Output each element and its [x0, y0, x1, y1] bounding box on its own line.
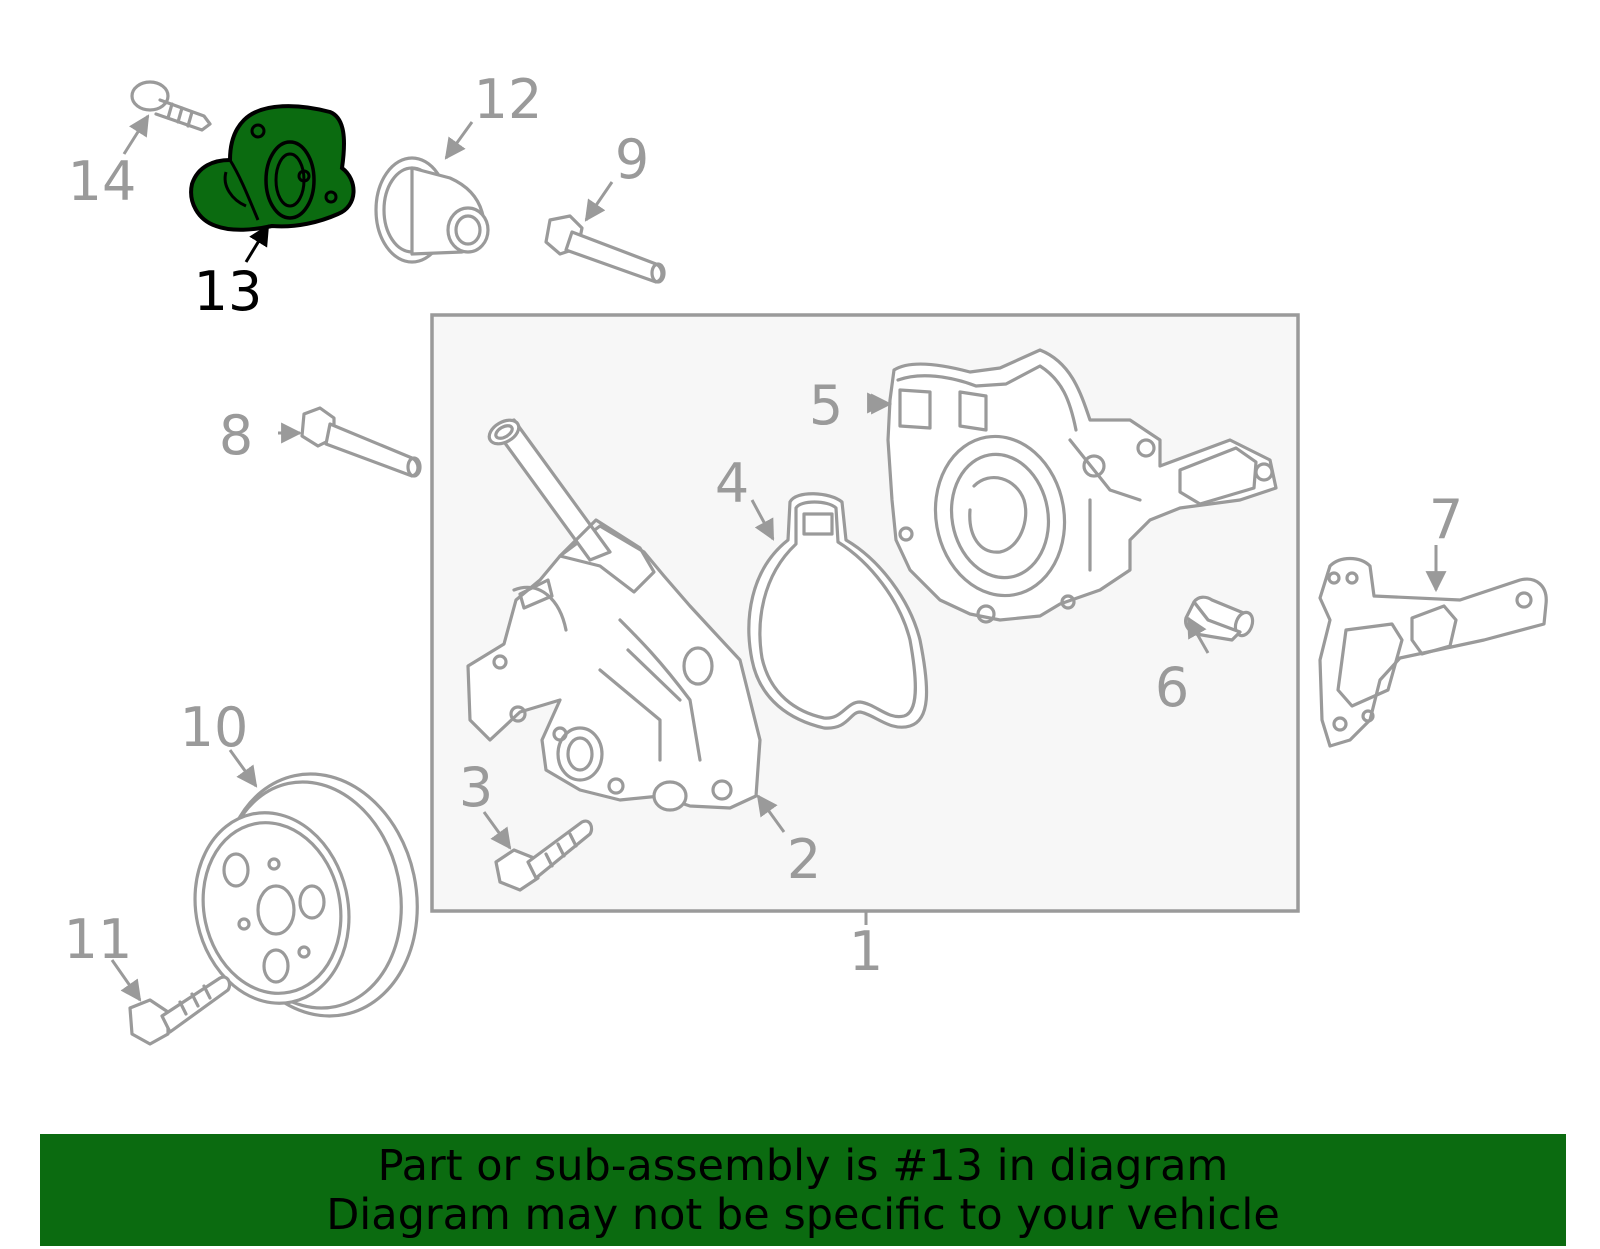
part-12-seal[interactable]	[374, 156, 490, 264]
part-9-bolt[interactable]	[544, 214, 666, 284]
callout-4: 4	[715, 452, 749, 515]
part-3-bolt[interactable]	[494, 819, 594, 892]
part-2-water-pump[interactable]	[466, 415, 762, 812]
callout-14: 14	[68, 150, 137, 213]
part-13-housing[interactable]	[189, 104, 356, 232]
part-7-gasket-plate[interactable]	[1318, 556, 1548, 748]
footer-line-2: Diagram may not be specific to your vehi…	[326, 1190, 1280, 1240]
callout-7: 7	[1429, 488, 1463, 551]
part-8-bolt[interactable]	[300, 406, 422, 478]
callout-5: 5	[809, 374, 843, 437]
part-4-gasket[interactable]	[747, 492, 929, 730]
callout-2: 2	[787, 828, 821, 891]
callout-9: 9	[615, 128, 649, 191]
footer-line-1: Part or sub-assembly is #13 in diagram	[377, 1141, 1229, 1191]
footer-banner: Part or sub-assembly is #13 in diagram D…	[40, 1134, 1566, 1246]
part-14-bolt[interactable]	[130, 80, 212, 132]
part-5-housing[interactable]	[886, 348, 1278, 624]
callout-8: 8	[219, 404, 253, 467]
callout-12: 12	[474, 68, 543, 131]
callout-6: 6	[1155, 656, 1189, 719]
callout-11: 11	[64, 908, 133, 971]
part-10-pulley[interactable]	[178, 756, 440, 1035]
callout-10: 10	[180, 696, 249, 759]
callout-1: 1	[849, 920, 883, 983]
part-11-bolt[interactable]	[128, 975, 232, 1046]
callout-13[interactable]: 13	[194, 260, 263, 323]
callout-3: 3	[459, 756, 493, 819]
